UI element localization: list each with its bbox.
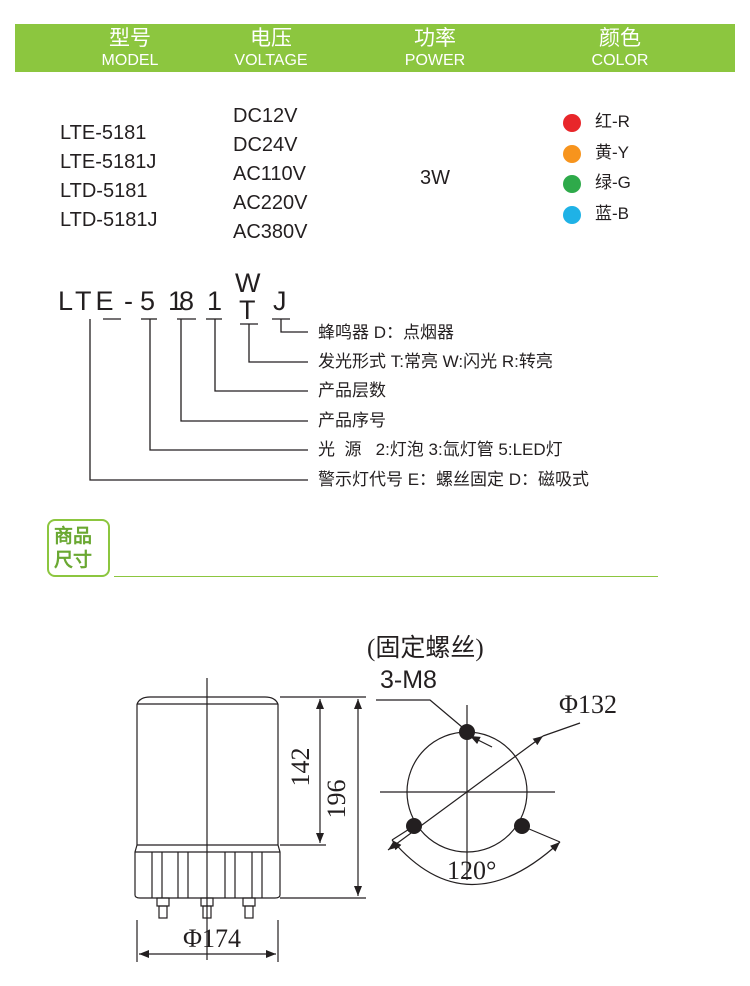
power-text: 3W (420, 167, 450, 189)
section-tag-line2: 尺寸 (54, 550, 93, 571)
label-pcd: Φ132 (559, 690, 618, 719)
code-serial-1: 1 (168, 286, 184, 316)
section-divider (114, 576, 658, 577)
explain-serial: 产品序号 (318, 411, 386, 430)
explain-light-source: 光 源 2:灯泡 3:氙灯管 5:LED灯 (318, 440, 563, 459)
code-steady-t: T (239, 295, 256, 325)
header-power-en: POWER (404, 52, 466, 69)
header-model-en: MODEL (101, 52, 159, 69)
explain-layers: 产品层数 (318, 381, 386, 400)
header-voltage-en: VOLTAGE (234, 52, 308, 69)
color-label: 绿-G (595, 173, 631, 192)
label-diameter: Φ174 (183, 924, 242, 953)
code-buzzer-j: J (273, 286, 287, 316)
header-color: 颜色 COLOR (550, 24, 690, 70)
side-view (134, 678, 366, 962)
explain-light-mode: 发光形式 T:常亮 W:闪光 R:转亮 (318, 352, 553, 371)
green-dot-icon (563, 175, 581, 193)
color-label: 蓝-B (595, 203, 629, 223)
section-size-tag: 商品 尺寸 (47, 519, 110, 577)
bolt-hole-left (406, 818, 422, 834)
code-dash: - (124, 286, 133, 316)
voltage-item: DC12V (233, 105, 298, 127)
label-screw: 3-M8 (380, 666, 437, 694)
voltage-item: AC220V (233, 192, 308, 214)
header-voltage-cn: 电压 (250, 27, 292, 50)
voltage-item: AC110V (233, 163, 307, 185)
explain-buzzer: 蜂鸣器 D：点烟器 (318, 323, 454, 342)
model-item: LTD-5181J (60, 209, 158, 231)
header-power-cn: 功率 (414, 27, 456, 50)
voltage-item: DC24V (233, 134, 298, 156)
code-serial-8: 8 (179, 286, 195, 316)
model-item: LTD-5181 (60, 180, 148, 202)
bolt-hole-right (514, 818, 530, 834)
power-value: 3W (420, 164, 450, 193)
header-model-cn: 型号 (109, 27, 151, 50)
label-angle: 120° (447, 856, 497, 885)
model-list: LTE-5181 LTE-5181J LTD-5181 LTD-5181J (60, 119, 157, 235)
color-label: 红-R (595, 112, 630, 131)
code-leader-lines (89, 318, 308, 481)
header-bar: 型号 MODEL 电压 VOLTAGE 功率 POWER 颜色 COLOR (15, 24, 735, 72)
header-power: 功率 POWER (365, 24, 505, 70)
model-item: LTE-5181 (60, 122, 147, 144)
code-layers: 1 (207, 286, 223, 316)
header-model: 型号 MODEL (60, 24, 200, 70)
yellow-dot-icon (563, 144, 581, 163)
label-fixing-note: (固定螺丝) (367, 635, 484, 662)
header-voltage: 电压 VOLTAGE (201, 24, 341, 70)
bolt-holes (406, 724, 530, 834)
code-light-source: 5 (140, 286, 156, 316)
label-height-body: 142 (286, 747, 315, 787)
section-tag-line1: 商品 (54, 526, 93, 547)
header-color-en: COLOR (591, 52, 649, 69)
blue-dot-icon (563, 205, 581, 224)
header-color-cn: 颜色 (599, 27, 641, 50)
explain-series: 警示灯代号 E：螺丝固定 D：磁吸式 (318, 470, 590, 489)
voltage-list: DC12V DC24V AC110V AC220V AC380V (233, 102, 308, 247)
code-series: LTE (58, 286, 118, 316)
model-item: LTE-5181J (60, 151, 157, 173)
label-height-total: 196 (322, 779, 351, 819)
voltage-item: AC380V (233, 221, 308, 243)
red-dot-icon (563, 114, 581, 132)
code-flash-w: W (235, 268, 261, 298)
color-label: 黄-Y (595, 142, 629, 162)
bolt-hole-top (459, 724, 475, 740)
